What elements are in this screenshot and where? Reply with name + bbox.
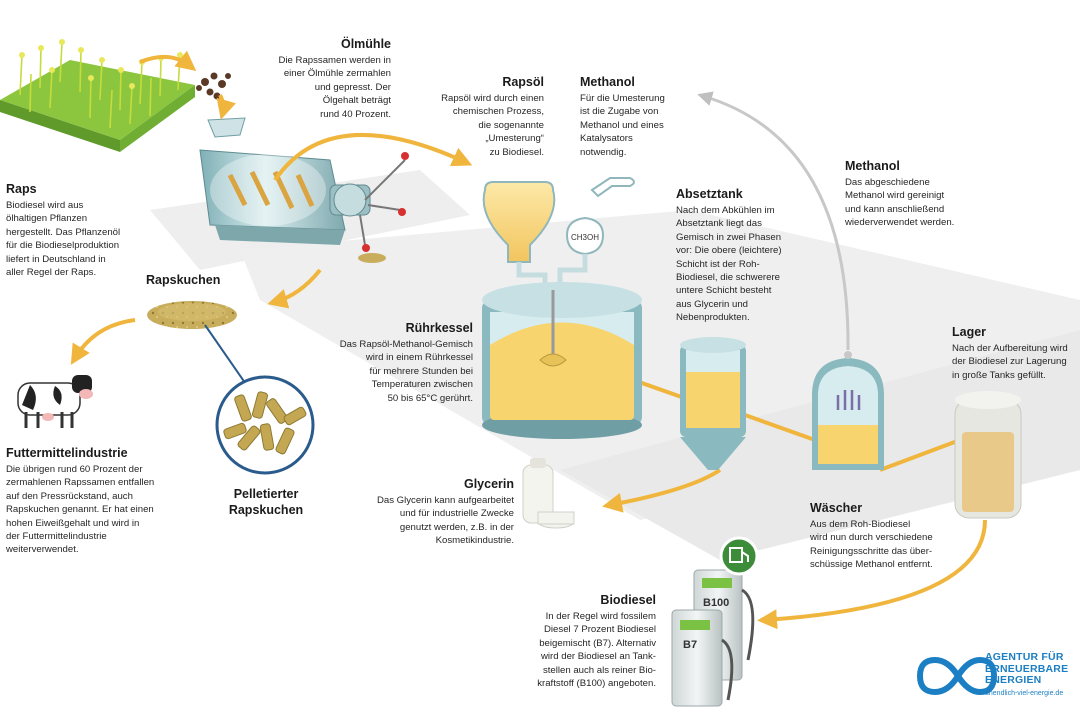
block-body: Nach der Aufbereitung wird der Biodiesel… bbox=[952, 343, 1068, 381]
block-title: Rapsöl bbox=[502, 75, 544, 89]
block-title: Glycerin bbox=[463, 477, 514, 491]
block-body: Die übrigen rund 60 Prozent der zermahle… bbox=[6, 464, 155, 556]
flow-arrows bbox=[70, 50, 987, 630]
block-title: Raps bbox=[6, 182, 37, 196]
text-block-pelletiert: Pelletierter Rapskuchen bbox=[206, 486, 326, 520]
methanol-flask: CH3OH bbox=[557, 216, 605, 290]
flask-label: CH3OH bbox=[571, 233, 599, 242]
block-title: Wäscher bbox=[810, 501, 863, 515]
catalyst-tube bbox=[590, 177, 635, 198]
rapeseed-seeds bbox=[196, 72, 231, 100]
block-body: Das Glycerin kann aufgearbeitet und für … bbox=[376, 495, 514, 547]
block-body: Das Rapsöl-Methanol-Gemisch wird in eine… bbox=[339, 339, 473, 404]
logo-line-3: ENERGIEN bbox=[985, 674, 1042, 686]
oil-mill-illustration bbox=[199, 117, 409, 263]
block-title: Rapskuchen bbox=[146, 273, 221, 287]
logo-line-1: AGENTUR FÜR bbox=[985, 651, 1064, 663]
logo-url: unendlich-viel-energie.de bbox=[985, 689, 1064, 697]
block-body: Das abgeschiedene Methanol wird gereinig… bbox=[845, 177, 955, 229]
storage-tank bbox=[954, 391, 1022, 519]
pellet-magnifier bbox=[215, 375, 315, 475]
text-block-methanol-1: Methanol Für die Umesterung ist die Zuga… bbox=[580, 74, 690, 159]
agency-logo-text: AGENTUR FÜR ERNEUERBARE ENERGIEN unendli… bbox=[985, 651, 1077, 699]
text-block-waescher: Wäscher Aus dem Roh-Biodiesel wird nun d… bbox=[810, 500, 960, 572]
text-block-glycerin: Glycerin Das Glycerin kann aufgearbeitet… bbox=[354, 476, 514, 548]
block-title: Futtermittelindustrie bbox=[6, 446, 128, 460]
block-title: Rührkessel bbox=[405, 321, 473, 335]
settling-tank bbox=[680, 337, 746, 470]
block-body: In der Regel wird fossilem Diesel 7 Proz… bbox=[537, 611, 656, 690]
block-body: Biodiesel wird aus ölhaltigen Pflanzen h… bbox=[6, 200, 121, 279]
block-title: Methanol bbox=[845, 159, 900, 173]
stirring-tank bbox=[482, 282, 642, 439]
block-title: Lager bbox=[952, 325, 987, 339]
methanol-return-arrow bbox=[697, 91, 850, 351]
text-block-raps: Raps Biodiesel wird aus ölhaltigen Pflan… bbox=[6, 181, 146, 279]
glycerin-products bbox=[522, 458, 575, 529]
agency-logo-icon bbox=[916, 656, 998, 696]
text-block-methanol-2: Methanol Das abgeschiedene Methanol wird… bbox=[845, 158, 985, 230]
text-block-lager: Lager Nach der Aufbereitung wird der Bio… bbox=[952, 324, 1078, 382]
rape-cake-heap bbox=[147, 301, 237, 329]
text-block-absetztank: Absetztank Nach dem Abkühlen im Absetzta… bbox=[676, 186, 796, 325]
pump-label-b100: B100 bbox=[703, 597, 729, 609]
rapeseed-field-illustration bbox=[0, 39, 195, 152]
block-title: Biodiesel bbox=[600, 593, 656, 607]
text-block-ruehrkessel: Rührkessel Das Rapsöl-Methanol-Gemisch w… bbox=[318, 320, 473, 405]
text-block-rapsoel: Rapsöl Rapsöl wird durch einen chemische… bbox=[420, 74, 544, 159]
block-body: Rapsöl wird durch einen chemischen Proze… bbox=[441, 93, 544, 158]
block-body: Die Rapssamen werden in einer Ölmühle ze… bbox=[278, 55, 391, 120]
pump-label-b7: B7 bbox=[683, 639, 697, 651]
fuel-pumps bbox=[671, 536, 759, 707]
block-title: Absetztank bbox=[676, 187, 743, 201]
text-block-futtermittel: Futtermittelindustrie Die übrigen rund 6… bbox=[6, 445, 176, 557]
block-title: Methanol bbox=[580, 75, 635, 89]
text-block-oelmuehle: Ölmühle Die Rapssamen werden in einer Öl… bbox=[243, 36, 391, 121]
magnifier-line bbox=[204, 324, 251, 391]
text-block-rapskuchen: Rapskuchen bbox=[146, 272, 246, 290]
block-body: Aus dem Roh-Biodiesel wird nun durch ver… bbox=[810, 519, 933, 571]
text-block-biodiesel: Biodiesel In der Regel wird fossilem Die… bbox=[520, 592, 656, 690]
block-body: Für die Umesterung ist die Zugabe von Me… bbox=[580, 93, 665, 158]
block-body: Nach dem Abkühlen im Absetztank liegt da… bbox=[676, 205, 782, 324]
cow-illustration bbox=[17, 375, 93, 428]
washer-tank bbox=[812, 351, 884, 470]
block-title: Ölmühle bbox=[340, 37, 391, 51]
logo-line-2: ERNEUERBARE bbox=[985, 662, 1069, 675]
block-title: Pelletierter Rapskuchen bbox=[228, 487, 304, 517]
